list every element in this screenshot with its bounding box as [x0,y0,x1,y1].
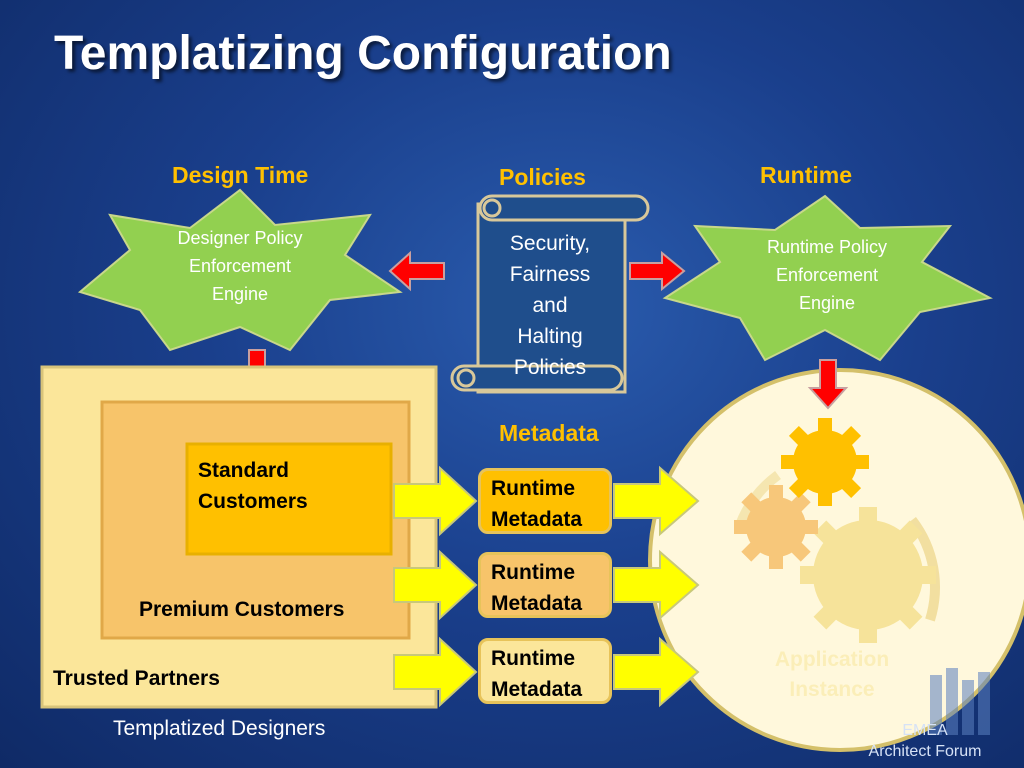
emea-logo: EMEA Architect Forum [860,720,990,762]
emea-logo-building-icon [930,668,990,735]
designer-engine-line1: Designer Policy [177,228,303,248]
app-instance-label: Application Instance [752,645,912,705]
metadata-box-3: Runtime Metadata [478,638,612,704]
designer-engine-line3: Engine [211,284,269,304]
header-policies: Policies [499,164,586,190]
app-instance-line2: Instance [789,678,875,701]
policy-line4: Halting [517,325,583,348]
trusted-partners-label: Trusted Partners [53,667,220,690]
metadata-box-3-line1: Runtime [491,647,575,670]
arrow-yellow-2-out [613,549,700,621]
runtime-engine-line1: Runtime Policy [766,237,888,257]
policy-line1: Security, [509,232,591,255]
standard-customers-box [185,442,393,556]
metadata-box-1-line2: Metadata [491,508,583,531]
designer-engine-line2: Enforcement [188,256,292,276]
header-design-time: Design Time [172,162,309,188]
metadata-box-2: Runtime Metadata [478,552,612,618]
runtime-engine-line3: Engine [798,293,856,313]
policy-line5: Policies [513,356,587,379]
arrow-yellow-1-out [613,465,700,537]
metadata-box-1: Runtime Metadata [478,468,612,534]
standard-line1: Standard [198,459,290,482]
arrow-yellow-3-out [613,636,700,708]
premium-customers-label: Premium Customers [139,598,345,621]
metadata-box-2-line1: Runtime [491,561,575,584]
gears-icon [734,418,940,643]
designer-engine-label: Designer Policy Enforcement Engine [140,224,340,308]
arrow-yellow-1-in [393,465,478,537]
policy-line3: and [532,294,568,317]
arrow-left-red [388,250,445,292]
arrow-right-red [629,250,686,292]
header-metadata: Metadata [499,420,599,446]
logo-line2: Architect Forum [868,743,982,760]
page-title: Templatizing Configuration [54,27,672,80]
designer-engine-star [77,188,403,352]
app-instance-line1: Application [774,648,890,671]
metadata-box-3-line2: Metadata [491,678,583,701]
header-runtime: Runtime [760,162,852,188]
metadata-box-2-line2: Metadata [491,592,583,615]
policy-scroll [450,194,650,394]
runtime-engine-line2: Enforcement [775,265,879,285]
runtime-engine-label: Runtime Policy Enforcement Engine [727,233,927,317]
arrow-yellow-2-in [393,549,478,621]
runtime-engine-star [662,194,993,362]
standard-customers-label: Standard Customers [198,455,308,517]
templatized-designers-label: Templatized Designers [113,717,326,740]
logo-line1: EMEA [902,722,948,739]
policy-line2: Fairness [509,263,591,286]
arrow-yellow-3-in [393,636,478,708]
arrow-down-red-right [807,359,849,410]
policy-scroll-label: Security, Fairness and Halting Policies [484,228,616,383]
metadata-box-1-line1: Runtime [491,477,575,500]
standard-line2: Customers [198,490,308,513]
